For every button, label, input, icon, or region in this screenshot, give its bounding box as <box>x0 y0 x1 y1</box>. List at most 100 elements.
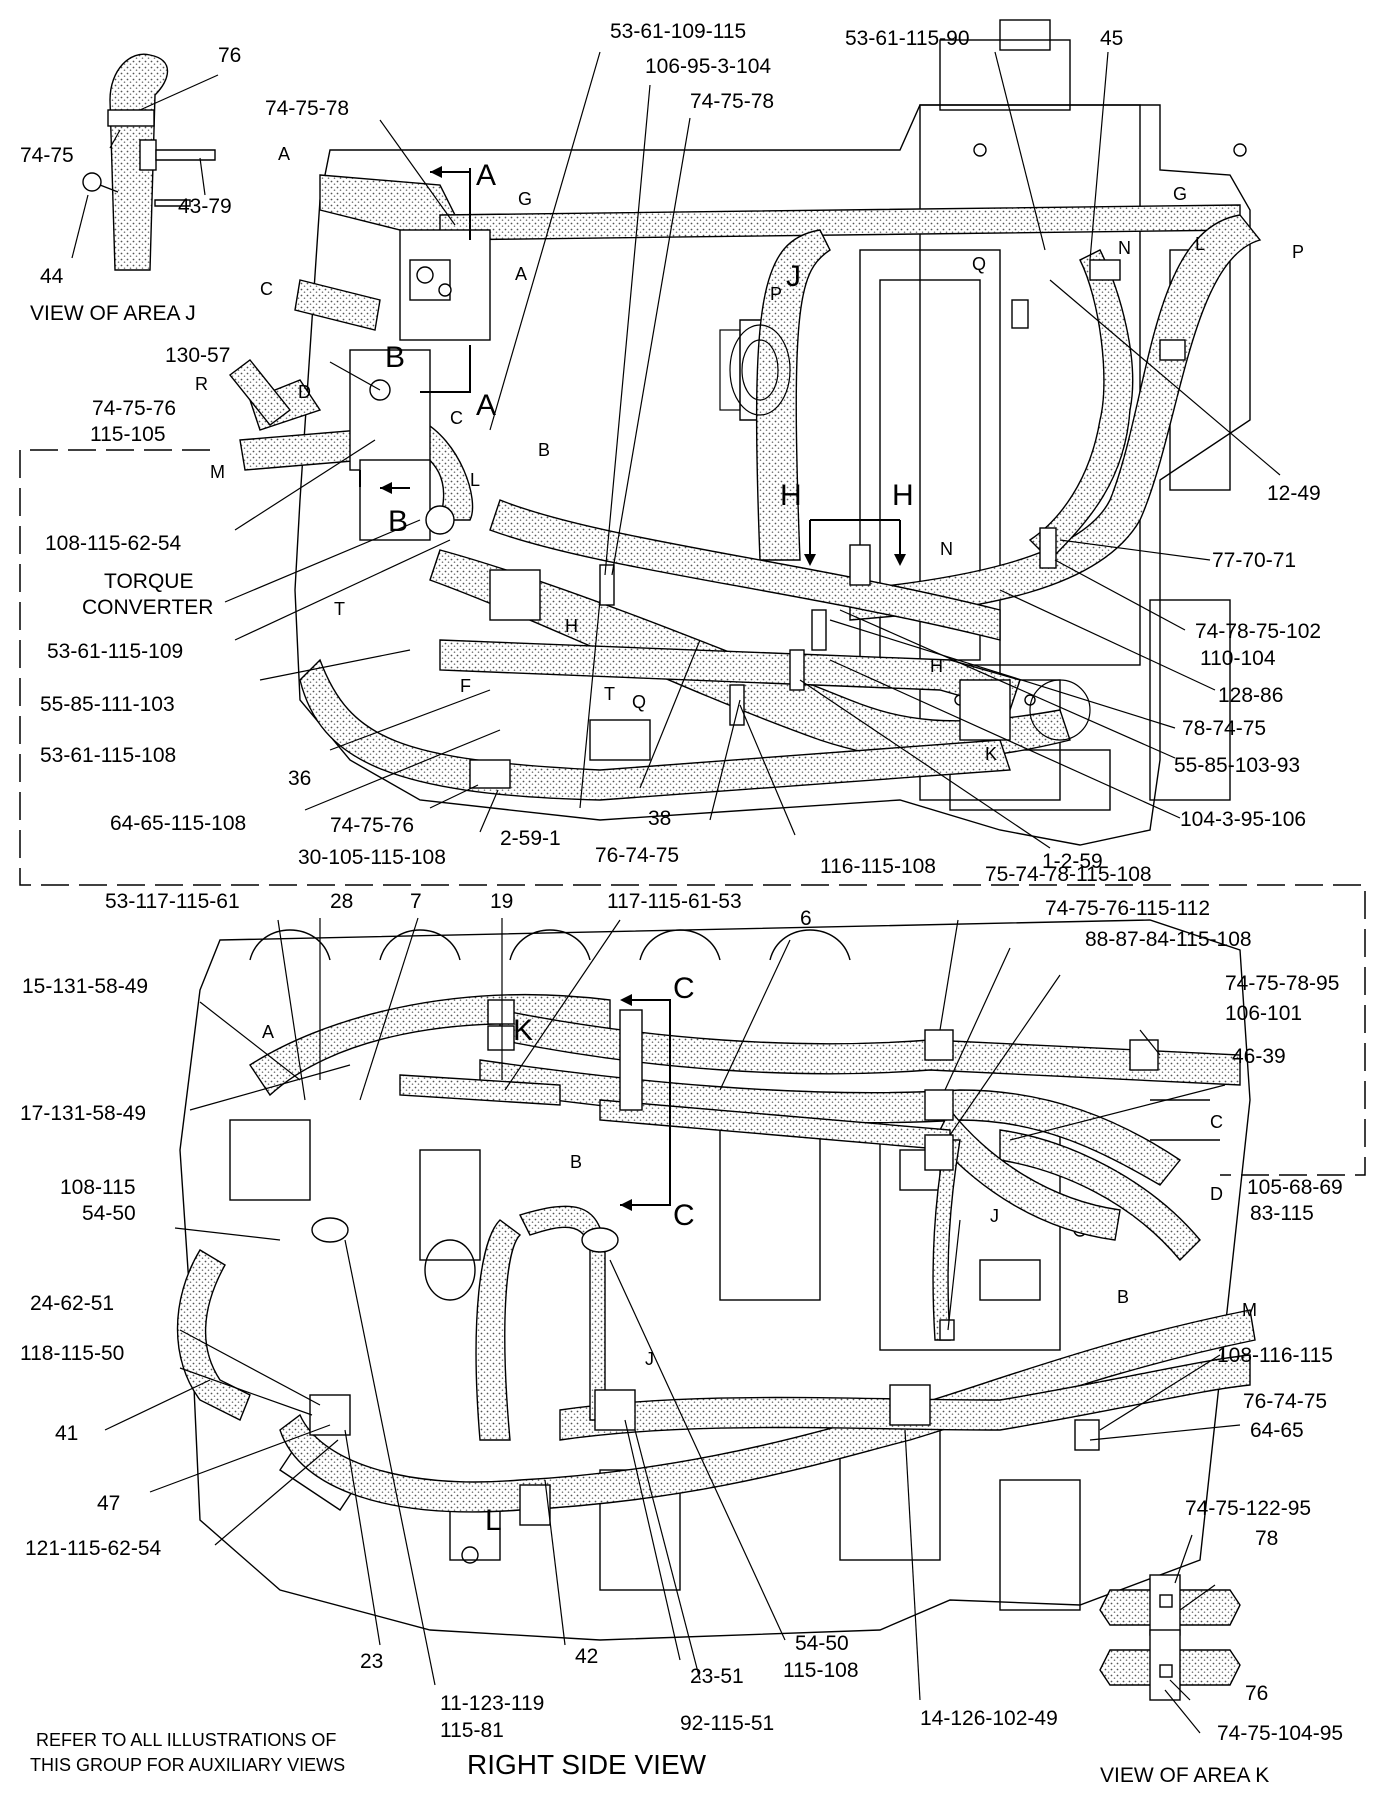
callout: 74-75-76-115-112 <box>1045 897 1210 920</box>
callout: 15-131-58-49 <box>22 975 148 998</box>
refer-note-line2: THIS GROUP FOR AUXILIARY VIEWS <box>30 1755 345 1775</box>
callout: 2-59-1 <box>500 827 561 850</box>
callout: 6 <box>800 907 812 930</box>
captions: VIEW OF AREA J VIEW OF AREA K RIGHT SIDE… <box>30 302 1269 1787</box>
callout: 7 <box>410 890 422 913</box>
clamps-top <box>469 259 1186 789</box>
hose-letter: G <box>1173 184 1187 204</box>
hose-letter: D <box>1210 1184 1223 1204</box>
callout: 74-75-104-95 <box>1217 1722 1343 1745</box>
section-letter: A <box>476 159 496 192</box>
callout: 104-3-95-106 <box>1180 808 1306 831</box>
dashed-boundary <box>19 449 1366 1176</box>
callout: 108-116-115 <box>1217 1344 1333 1367</box>
callout: 53-61-115-109 <box>47 640 183 663</box>
flanges <box>719 324 1091 741</box>
callout: 17-131-58-49 <box>20 1102 146 1125</box>
view-area-j-drawing <box>82 53 216 271</box>
hose-letter: F <box>460 676 471 696</box>
callout: 75-74-78-115-108 <box>985 863 1152 886</box>
callout: 74-75-78 <box>265 97 349 120</box>
hose-letter: L <box>470 470 480 490</box>
callout: 74-75-122-95 <box>1185 1497 1311 1520</box>
hose-letter: N <box>940 539 953 559</box>
hose-letter: N <box>1118 238 1131 258</box>
callout: 117-115-61-53 <box>607 890 742 913</box>
section-letter: C <box>673 972 695 1005</box>
section-letter: B <box>385 341 405 374</box>
callout: 108-115 <box>60 1176 136 1199</box>
view-area-k-caption: VIEW OF AREA K <box>1100 1764 1269 1787</box>
hose-letter: A <box>278 144 290 164</box>
callout: 74-75-76 <box>330 814 414 837</box>
callout: 92-115-51 <box>680 1712 774 1735</box>
callout: 36 <box>288 767 311 790</box>
callout: 116-115-108 <box>820 855 936 878</box>
callout: 54-50 <box>795 1632 849 1655</box>
callout: 74-75-78-95 <box>1225 972 1339 995</box>
callout: 118-115-50 <box>20 1342 124 1365</box>
section-letter: A <box>476 389 496 422</box>
callout: 28 <box>330 890 353 913</box>
hose-letter: C <box>450 408 463 428</box>
section-letter: L <box>485 1504 502 1537</box>
callout: 23-51 <box>690 1665 744 1688</box>
callout: 42 <box>575 1645 598 1668</box>
hose-letter: J <box>645 1349 654 1369</box>
callout: 78-74-75 <box>1182 717 1266 740</box>
callout: 47 <box>97 1492 120 1515</box>
callout: 19 <box>490 890 513 913</box>
leader-lines <box>71 51 1281 1734</box>
hose-letter: A <box>262 1022 274 1042</box>
callout: 105-68-69 <box>1247 1176 1343 1199</box>
callout: 110-104 <box>1200 647 1276 670</box>
callout: 121-115-62-54 <box>25 1537 162 1560</box>
arrowheads <box>380 166 906 1211</box>
hose-letter: T <box>334 599 345 619</box>
callout: 45 <box>1100 27 1123 50</box>
view-area-j-caption: VIEW OF AREA J <box>30 302 196 325</box>
hose-letter: C <box>1210 1112 1223 1132</box>
callout: 74-75 <box>20 144 74 167</box>
callout: 14-126-102-49 <box>920 1707 1058 1730</box>
callout: 76-74-75 <box>1243 1390 1327 1413</box>
hose-letter: B <box>538 440 550 460</box>
callout: 74-75-76 <box>92 397 176 420</box>
clamps-bottom <box>309 999 1159 1526</box>
callout: 130-57 <box>165 344 230 367</box>
section-letter: J <box>786 260 801 293</box>
callout: 41 <box>55 1422 78 1445</box>
hose-letter: L <box>1195 234 1205 254</box>
refer-note-line1: REFER TO ALL ILLUSTRATIONS OF <box>36 1730 336 1750</box>
section-letter: K <box>513 1014 533 1047</box>
hose-letter: P <box>1292 242 1304 262</box>
callout: 1-2-59 <box>1042 850 1103 873</box>
callout: 54-50 <box>82 1202 136 1225</box>
torque-converter-label-2: CONVERTER <box>82 596 213 619</box>
section-letter: H <box>780 479 802 512</box>
callout: 43-79 <box>178 195 232 218</box>
callout: 115-108 <box>783 1659 859 1682</box>
valve-block <box>349 229 1011 761</box>
callout: 53-117-115-61 <box>105 890 240 913</box>
hose-letter: B <box>570 1152 582 1172</box>
callout: 12-49 <box>1267 482 1321 505</box>
callout: 76 <box>218 44 241 67</box>
callout: 76 <box>1245 1682 1268 1705</box>
view-area-k-drawing <box>1099 1574 1241 1701</box>
callout: 78 <box>1255 1527 1278 1550</box>
hose-letter: A <box>515 264 527 284</box>
callout: 11-123-119 <box>440 1692 544 1715</box>
section-letter: H <box>892 479 914 512</box>
callout: 64-65-115-108 <box>110 812 246 835</box>
hose-letter: Q <box>972 254 986 274</box>
section-arrows <box>359 168 901 1206</box>
callout: 106-101 <box>1225 1002 1302 1025</box>
hose-letter: H <box>930 656 943 676</box>
callout: 83-115 <box>1250 1202 1314 1225</box>
callout: 53-61-115-90 <box>845 27 970 50</box>
callout: 115-81 <box>440 1719 504 1742</box>
callout: 74-75-78 <box>690 90 774 113</box>
callout: 77-70-71 <box>1212 549 1296 572</box>
